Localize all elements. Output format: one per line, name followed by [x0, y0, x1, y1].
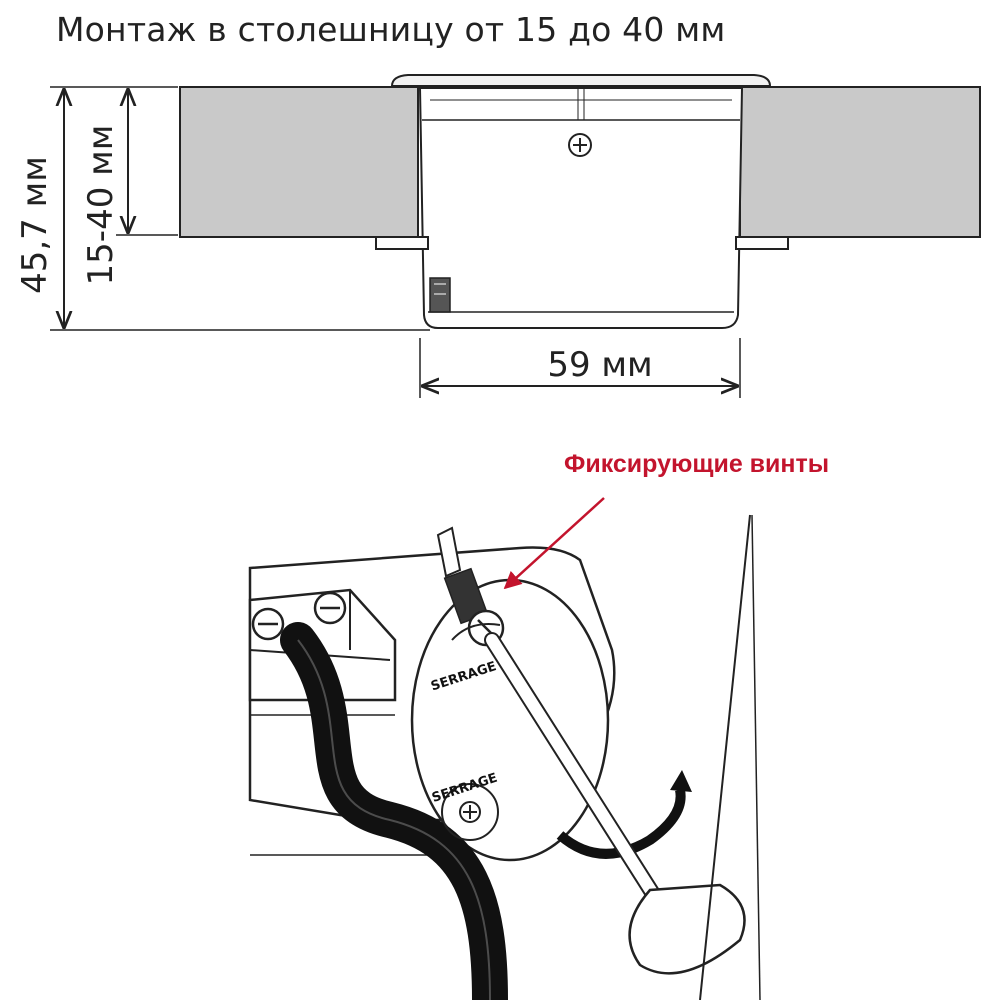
rotation-arrow-icon [556, 789, 686, 859]
total-height-label: 45,7 мм [15, 156, 55, 294]
dimension-width: 59 мм [419, 338, 741, 398]
dimension-total-height: 45,7 мм [15, 86, 430, 331]
clamp-left [375, 236, 429, 250]
clamp-right [735, 236, 789, 250]
section-screw-icon [568, 133, 592, 157]
cross-section-drawing: 45,7 мм 15-40 мм 59 мм [15, 74, 981, 398]
countertop-right [739, 86, 981, 238]
callout-arrow [503, 497, 605, 590]
round-plate [410, 578, 610, 862]
counter-rotation-icon [451, 623, 501, 641]
socket-flange [390, 74, 772, 87]
dimension-countertop-thickness: 15-40 мм [81, 90, 178, 285]
diagram-title: Монтаж в столешницу от 15 до 40 мм [56, 10, 726, 49]
terminal-screw-icon [251, 591, 347, 641]
power-cable [280, 622, 508, 1000]
width-label: 59 мм [547, 345, 652, 385]
countertop-left [179, 86, 419, 238]
installation-illustration: SERRAGE SERRAGE [248, 497, 761, 1000]
socket-body [418, 87, 744, 329]
countertop-thickness-label: 15-40 мм [81, 125, 121, 286]
locking-pin [436, 526, 462, 578]
screwdriver-icon [484, 514, 761, 1000]
fixing-screws-label: Фиксирующие винты [564, 450, 830, 478]
latch-detail [429, 277, 451, 313]
